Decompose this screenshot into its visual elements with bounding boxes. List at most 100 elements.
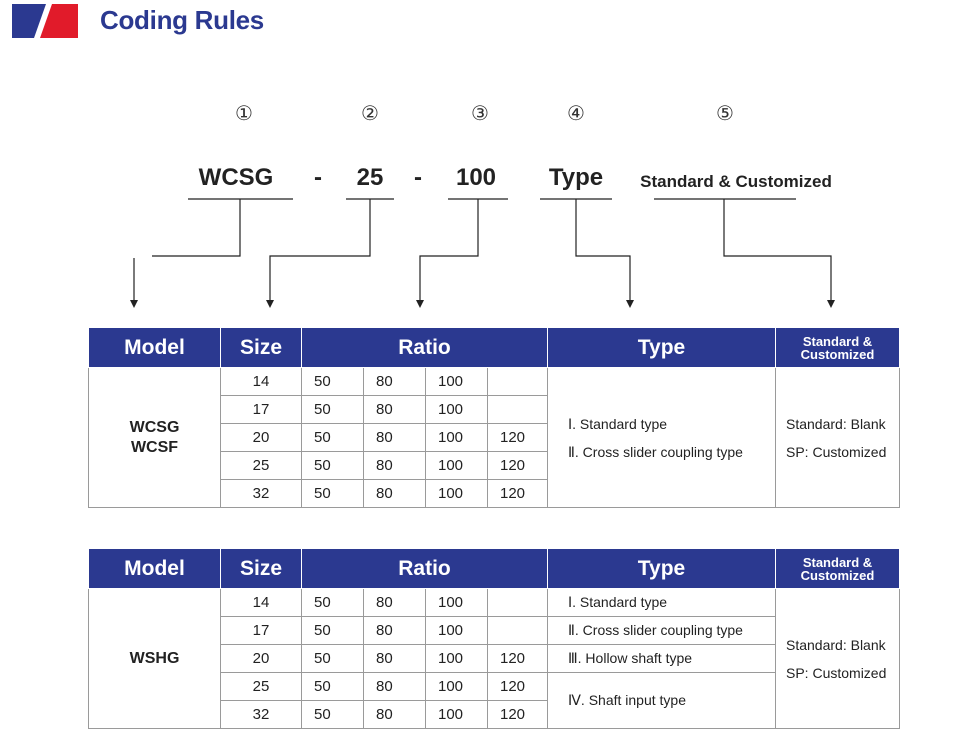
header-ratio: Ratio: [301, 327, 548, 368]
model-name: WCSG: [129, 418, 180, 436]
table-row: 20 50 80 100 120 Ⅲ. Hollow shaft type: [89, 644, 900, 673]
ratio-cell: 100: [425, 367, 488, 396]
marker-1: ①: [235, 103, 253, 125]
type-item: Ⅱ. Cross slider coupling type: [547, 616, 776, 645]
marker-5: ⑤: [716, 103, 734, 125]
code-standard: Standard & Customized: [640, 172, 832, 191]
ratio-cell: 100: [425, 423, 488, 452]
ratio-cell: 100: [425, 588, 488, 617]
ratio-cell: 100: [425, 672, 488, 701]
ratio-cell: 50: [301, 616, 364, 645]
header-type: Type: [547, 548, 776, 589]
ratio-cell: [487, 395, 548, 424]
coding-table-wcsg-wcsf: Model Size Ratio Type Standard & Customi…: [88, 327, 900, 508]
type-item: Ⅰ. Standard type: [568, 415, 668, 432]
standard-cell: Standard: Blank SP: Customized: [775, 367, 900, 508]
ratio-cell: 50: [301, 367, 364, 396]
ratio-cell: 100: [425, 395, 488, 424]
ratio-cell: 120: [487, 644, 548, 673]
size-cell: 17: [220, 395, 302, 424]
type-item: Ⅱ. Cross slider coupling type: [568, 443, 743, 460]
ratio-cell: 100: [425, 451, 488, 480]
standard-item: SP: Customized: [786, 664, 887, 681]
brand-logo-icon: [12, 4, 78, 38]
connector-lines: [130, 198, 835, 308]
model-name: WSHG: [129, 649, 180, 667]
ratio-cell: 80: [363, 451, 426, 480]
ratio-cell: 80: [363, 423, 426, 452]
standard-cell: Standard: Blank SP: Customized: [775, 588, 900, 729]
model-name: WCSF: [130, 438, 179, 456]
table-row: 25 50 80 100 120 Ⅳ. Shaft input type: [89, 672, 900, 729]
ratio-cell: 50: [301, 644, 364, 673]
ratio-cell: 50: [301, 700, 364, 729]
ratio-cell: 120: [487, 451, 548, 480]
header-model: Model: [88, 548, 221, 589]
marker-4: ④: [567, 103, 585, 125]
code-model: WCSG: [198, 164, 274, 191]
header-size: Size: [220, 327, 302, 368]
marker-3: ③: [471, 103, 489, 125]
ratio-cell: 100: [425, 479, 488, 508]
ratio-cell: 80: [363, 588, 426, 617]
type-item: Ⅲ. Hollow shaft type: [547, 644, 776, 673]
ratio-cell: 50: [301, 451, 364, 480]
table-row: 32 50 80 100 120: [89, 479, 900, 508]
ratio-cell: 80: [363, 367, 426, 396]
table-row: 20 50 80 100 120: [89, 423, 900, 452]
header-model: Model: [88, 327, 221, 368]
ratio-cell: [487, 367, 548, 396]
header-size: Size: [220, 548, 302, 589]
size-cell: 20: [220, 644, 302, 673]
ratio-cell: 80: [363, 479, 426, 508]
header-ratio: Ratio: [301, 548, 548, 589]
ratio-cell: 100: [425, 644, 488, 673]
size-cell: 32: [220, 479, 302, 508]
ratio-cell: 50: [301, 395, 364, 424]
header-type: Type: [547, 327, 776, 368]
code-type: Type: [548, 164, 604, 191]
size-cell: 25: [220, 672, 302, 701]
standard-item: Standard: Blank: [786, 415, 886, 432]
coding-table-wshg: Model Size Ratio Type Standard & Customi…: [88, 548, 900, 729]
ratio-cell: 50: [301, 672, 364, 701]
ratio-cell: 120: [487, 479, 548, 508]
header-standard-customized: Standard & Customized: [775, 327, 900, 368]
ratio-cell: 50: [301, 479, 364, 508]
ratio-cell: 100: [425, 700, 488, 729]
ratio-cell: [487, 616, 548, 645]
table-row: WSHG 14 50 80 100 Ⅰ. Standard type Stand…: [88, 588, 900, 729]
ratio-cell: 50: [301, 423, 364, 452]
table-row: 32 50 80 100 120: [89, 700, 900, 729]
model-cell: WCSG WCSF: [88, 367, 221, 508]
table-row: 17 50 80 100: [89, 395, 900, 424]
table-row: 25 50 80 100 120: [89, 451, 900, 480]
size-cell: 17: [220, 616, 302, 645]
table-header-row: Model Size Ratio Type Standard & Customi…: [88, 327, 900, 368]
ratio-cell: 120: [487, 700, 548, 729]
code-ratio: 100: [455, 164, 497, 191]
model-cell: WSHG: [88, 588, 221, 729]
type-item: Ⅰ. Standard type: [547, 588, 776, 617]
ratio-cell: 80: [363, 672, 426, 701]
size-cell: 25: [220, 451, 302, 480]
marker-2: ②: [361, 103, 379, 125]
code-size: 25: [356, 164, 384, 191]
ratio-cell: 120: [487, 672, 548, 701]
ratio-cell: 120: [487, 423, 548, 452]
type-item: Ⅳ. Shaft input type: [547, 672, 776, 729]
size-cell: 14: [220, 588, 302, 617]
ratio-cell: 50: [301, 588, 364, 617]
ratio-cell: 80: [363, 700, 426, 729]
ratio-cell: 80: [363, 644, 426, 673]
ratio-cell: 80: [363, 616, 426, 645]
standard-item: Standard: Blank: [786, 636, 886, 653]
size-cell: 14: [220, 367, 302, 396]
ratio-cell: 80: [363, 395, 426, 424]
header-standard-customized: Standard & Customized: [775, 548, 900, 589]
code-separator: -: [414, 164, 422, 191]
page-title: Coding Rules: [100, 5, 264, 35]
type-cell: Ⅰ. Standard type Ⅱ. Cross slider couplin…: [547, 367, 776, 508]
standard-item: SP: Customized: [786, 443, 887, 460]
ratio-cell: [487, 588, 548, 617]
